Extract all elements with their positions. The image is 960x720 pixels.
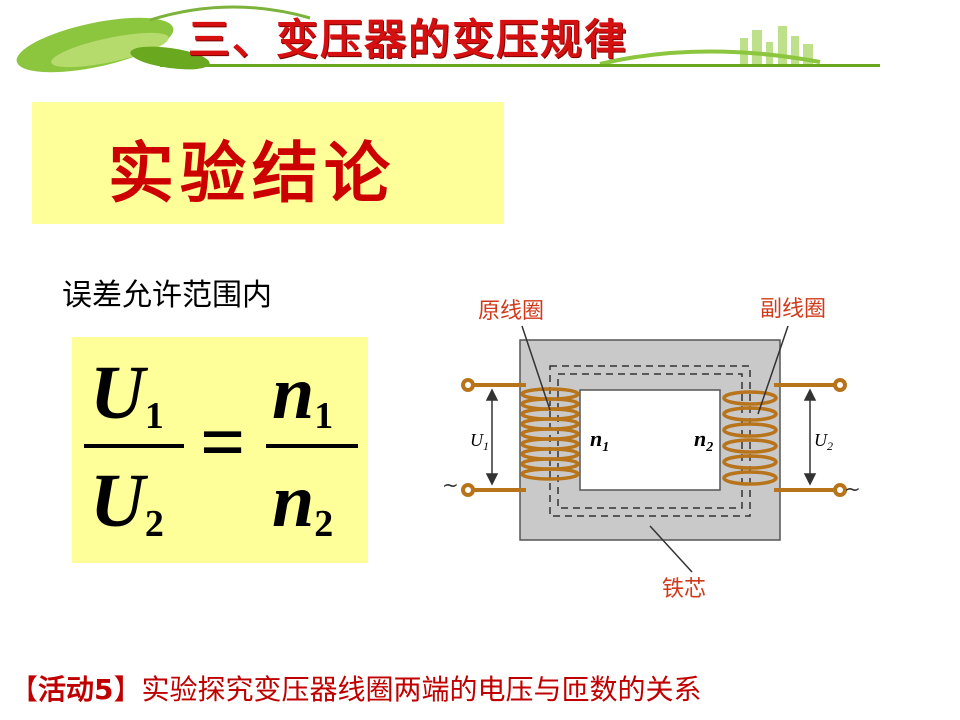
leader-lines: [521, 325, 789, 573]
iron-core: [519, 339, 781, 541]
fraction-bar-right: [266, 444, 358, 448]
n2-label: n2: [694, 426, 713, 455]
transformer-diagram: 原线圈 副线圈 铁芯 U1 U2 n1 n2 ~ ~: [442, 297, 861, 602]
activity-text: 实验探究变压器线圈两端的电压与匝数的关系: [141, 673, 702, 706]
activity-bracket-open: 【: [10, 673, 39, 706]
formula-equals: =: [200, 399, 246, 487]
secondary-coil-label: 副线圈: [760, 297, 826, 322]
formula-symbol: n: [272, 459, 315, 543]
core-dashed-outline-outer: [549, 365, 751, 517]
u1-label: U1: [470, 430, 489, 453]
conclusion-heading: 实验结论: [108, 134, 396, 212]
primary-coil-label: 原线圈: [478, 299, 544, 324]
small-leaf: [130, 46, 210, 70]
ac-symbol-left: ~: [442, 473, 459, 497]
title-underline: [160, 64, 880, 67]
formula-subscript: 2: [314, 503, 334, 545]
formula-n1: n1: [272, 350, 333, 437]
primary-terminals: [461, 378, 526, 497]
formula-symbol: U: [90, 351, 145, 435]
u2-arrow: [803, 388, 817, 486]
formula-symbol: U: [90, 459, 145, 543]
core-label: 铁芯: [662, 577, 706, 602]
formula-symbol: n: [272, 351, 315, 435]
formula-u1: U1: [90, 350, 164, 437]
activity-bracket-close: 】: [113, 673, 142, 706]
activity-caption: 【活动5】实验探究变压器线圈两端的电压与匝数的关系: [10, 668, 702, 708]
activity-tag: 活动5: [38, 673, 114, 706]
formula-subscript: 1: [314, 395, 334, 437]
formula-subscript: 2: [144, 503, 164, 545]
n1-label: n1: [590, 426, 609, 455]
formula-box: [72, 337, 368, 563]
fraction-bar-left: [84, 444, 184, 448]
formula-n2: n2: [272, 458, 333, 545]
ac-symbol-right: ~: [844, 477, 861, 501]
core-dashed-outline-inner: [557, 373, 743, 509]
vine-curve: [149, 5, 311, 22]
leaf-decoration: [16, 5, 821, 73]
grass-curve: [599, 49, 821, 66]
leaf-highlight: [51, 32, 169, 68]
error-condition-text: 误差允许范围内: [62, 278, 272, 313]
formula-subscript: 1: [144, 395, 164, 437]
u1-arrow: [485, 388, 499, 486]
u2-label: U2: [814, 430, 833, 453]
secondary-terminals: [774, 378, 847, 497]
header-banner: [0, 0, 960, 90]
secondary-coil: [722, 390, 778, 486]
conclusion-box: [32, 102, 504, 224]
page-title: 三、变压器的变压规律: [188, 15, 629, 64]
formula-u2: U2: [90, 458, 164, 545]
